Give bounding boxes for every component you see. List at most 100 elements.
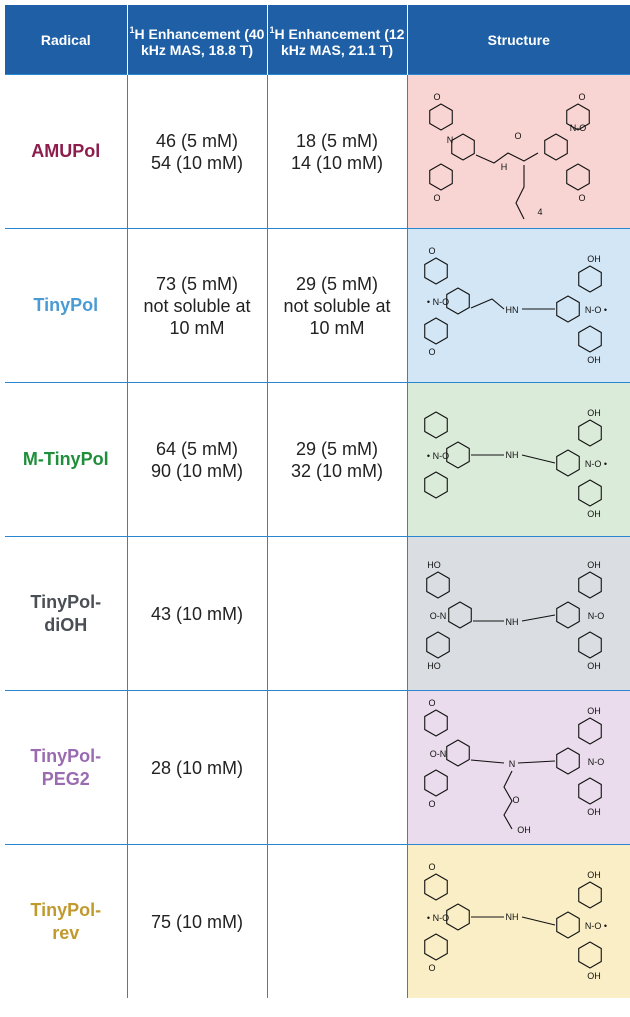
radical-name: TinyPol- bbox=[30, 745, 102, 766]
nh-label: NH bbox=[505, 912, 518, 922]
radical-name-cell: M-TinyPol bbox=[5, 382, 128, 537]
enh12-value: 18 (5 mM) bbox=[295, 130, 378, 151]
right-unit-piperidine-ring bbox=[555, 601, 580, 629]
enh40-sup: 1 bbox=[129, 24, 135, 35]
n-label: N bbox=[508, 759, 515, 769]
left-no-label: O-N bbox=[429, 611, 446, 621]
right-unit-bottom-label: OH bbox=[587, 807, 601, 817]
left-unit-bottom-label: O bbox=[428, 347, 435, 357]
enh40-value: 54 (10 mM) bbox=[150, 152, 244, 173]
left-unit-top-label: O bbox=[428, 246, 435, 256]
left-no-label: • N-O bbox=[426, 297, 448, 307]
right-no-label: N-O bbox=[587, 757, 604, 767]
right-no-label: N-O • bbox=[584, 921, 606, 931]
enh40-value: 28 (10 mM) bbox=[150, 757, 244, 778]
right-unit-bottom-label: OH bbox=[587, 661, 601, 671]
radical-name: TinyPol- bbox=[30, 591, 102, 612]
enh12-value: 32 (10 mM) bbox=[290, 460, 384, 481]
radical-name: AMUPol bbox=[31, 141, 101, 161]
left-unit-piperidine-ring bbox=[445, 739, 470, 767]
col-header-radical: Radical bbox=[5, 5, 128, 75]
enh40-value: not soluble at bbox=[143, 295, 251, 316]
left-unit-bottom-label: HO bbox=[427, 661, 441, 671]
left-unit-top-ring bbox=[423, 411, 448, 439]
right-unit-bottom-ring bbox=[565, 163, 590, 191]
left-unit-top-ring bbox=[423, 257, 448, 285]
enh40-value: 64 (5 mM) bbox=[155, 438, 238, 459]
left-unit-bottom-ring bbox=[423, 933, 448, 961]
left-unit-piperidine-ring bbox=[450, 133, 475, 161]
enh12-cell: 29 (5 mM)32 (10 mM) bbox=[266, 382, 408, 537]
left-unit-piperidine-ring bbox=[445, 287, 470, 315]
header-row: Radical 1H Enhancement (40 kHz MAS, 18.8… bbox=[5, 5, 630, 75]
peg-o-label: O bbox=[512, 795, 519, 805]
enh12-label: H Enhancement (12 kHz MAS, 21.1 T) bbox=[274, 25, 405, 58]
linker-left bbox=[470, 759, 504, 764]
col-header-enh12: 1H Enhancement (12 kHz MAS, 21.1 T) bbox=[267, 5, 408, 75]
radical-name-cell: TinyPol-diOH bbox=[5, 536, 128, 691]
right-unit-bottom-label: OH bbox=[587, 355, 601, 365]
right-unit-piperidine-ring bbox=[555, 449, 580, 477]
right-unit-top-label: O bbox=[578, 92, 585, 102]
right-unit-top-ring bbox=[577, 419, 602, 447]
left-n-label: N bbox=[446, 135, 453, 145]
nh-label: NH bbox=[505, 450, 518, 460]
left-unit-top-label: HO bbox=[427, 560, 441, 570]
enh40-cell: 46 (5 mM)54 (10 mM) bbox=[126, 74, 268, 229]
enh40-cell: 64 (5 mM)90 (10 mM) bbox=[126, 382, 268, 537]
linker-right bbox=[517, 760, 555, 764]
right-unit-top-label: OH bbox=[587, 560, 601, 570]
left-unit-bottom-ring bbox=[423, 317, 448, 345]
left-unit-bottom-ring bbox=[425, 631, 450, 659]
left-no-label: • N-O bbox=[426, 451, 448, 461]
enh12-value: 10 mM bbox=[309, 317, 365, 338]
left-unit-top-ring bbox=[428, 103, 453, 131]
right-unit-top-ring bbox=[577, 717, 602, 745]
col-header-structure: Structure bbox=[407, 5, 630, 75]
left-unit-top-ring bbox=[423, 709, 448, 737]
left-unit-bottom-label: O bbox=[433, 193, 440, 203]
right-unit-bottom-label: O bbox=[578, 193, 585, 203]
enh12-cell bbox=[266, 690, 408, 845]
peg-chain bbox=[514, 165, 525, 220]
enh12-cell: 18 (5 mM)14 (10 mM) bbox=[266, 74, 408, 229]
right-no-label: N-O • bbox=[584, 305, 606, 315]
radical-table: Radical 1H Enhancement (40 kHz MAS, 18.8… bbox=[5, 5, 630, 998]
left-no-label: • N-O bbox=[426, 913, 448, 923]
left-unit-piperidine-ring bbox=[445, 441, 470, 469]
right-unit-top-label: OH bbox=[587, 870, 601, 880]
enh12-value: 14 (10 mM) bbox=[290, 152, 384, 173]
right-unit-top-ring bbox=[577, 881, 602, 909]
radical-name-cell: TinyPol-rev bbox=[5, 844, 128, 998]
enh40-value: 90 (10 mM) bbox=[150, 460, 244, 481]
radical-name: rev bbox=[52, 922, 80, 943]
enh40-value: 43 (10 mM) bbox=[150, 603, 244, 624]
enh40-cell: 28 (10 mM) bbox=[126, 690, 268, 845]
right-unit-top-ring bbox=[577, 571, 602, 599]
right-unit-bottom-label: OH bbox=[587, 971, 601, 981]
radical-name: TinyPol bbox=[33, 295, 99, 315]
enh12-sup: 1 bbox=[269, 24, 275, 35]
hn-label: HN bbox=[505, 305, 518, 315]
right-unit-bottom-ring bbox=[577, 479, 602, 507]
col-header-enh40: 1H Enhancement (40 kHz MAS, 18.8 T) bbox=[127, 5, 268, 75]
left-unit-piperidine-ring bbox=[445, 903, 470, 931]
right-unit-top-label: OH bbox=[587, 706, 601, 716]
urea-o-label: O bbox=[514, 131, 521, 141]
left-unit-bottom-ring bbox=[423, 769, 448, 797]
right-unit-bottom-label: OH bbox=[587, 509, 601, 519]
left-unit-bottom-label: O bbox=[428, 799, 435, 809]
